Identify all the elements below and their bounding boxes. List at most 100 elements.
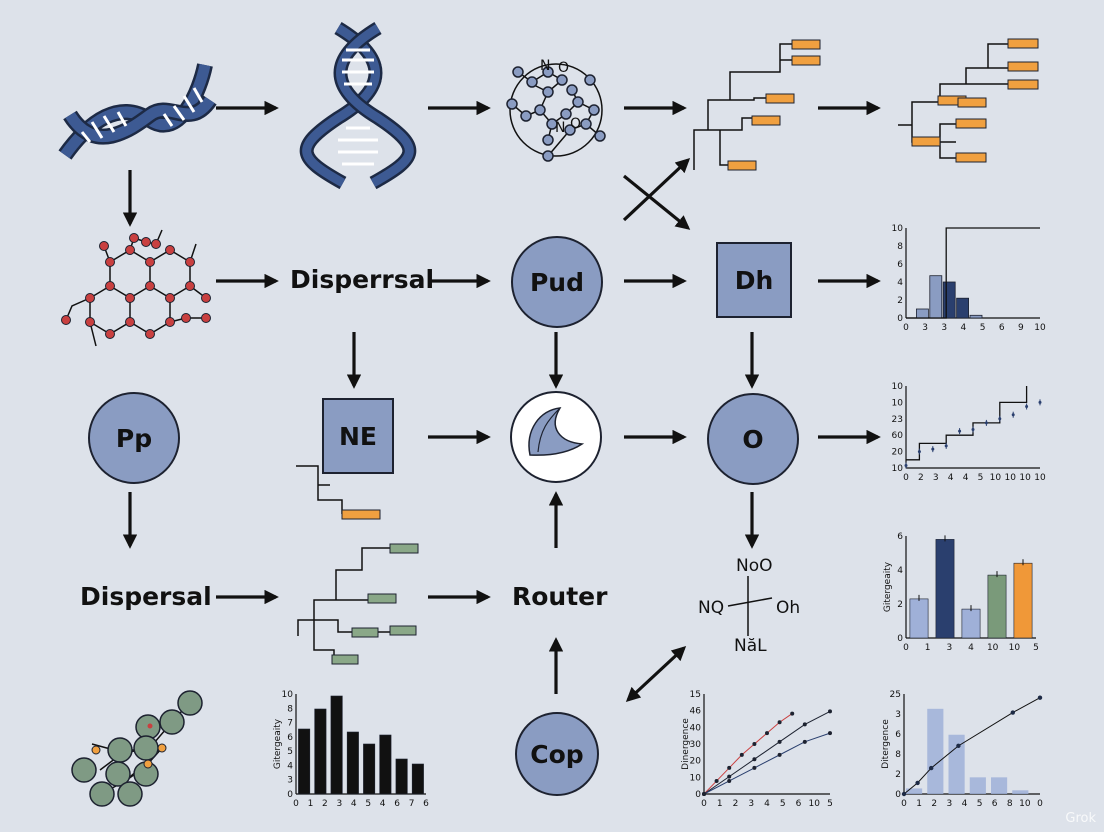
y-tick-label: 6: [897, 532, 903, 542]
y-tick-label: 8: [287, 704, 293, 714]
series-line: [703, 732, 831, 795]
data-point: [752, 765, 757, 770]
step-line: [906, 227, 1040, 319]
y-tick-label: 60: [892, 431, 904, 441]
y-tick-label: 30: [690, 740, 702, 750]
x-tick-label: 3: [946, 643, 952, 653]
y-tick-label: 40: [690, 723, 702, 733]
data-point: [790, 711, 795, 716]
tree-leaf: [389, 625, 417, 636]
tree-leaf: [791, 55, 821, 66]
bar: [363, 743, 376, 795]
bar: [1012, 790, 1029, 794]
data-point: [958, 429, 962, 433]
node-pp: Pp: [88, 392, 180, 484]
x-tick-label: 10: [1004, 473, 1016, 483]
x-tick-label: 0: [901, 799, 907, 809]
tree-leaf: [751, 115, 781, 126]
y-tick-label: 20: [690, 757, 702, 767]
x-tick-label: 0: [903, 323, 909, 333]
node-pud: Pud: [511, 236, 603, 328]
node-dispersal: Dispersal: [80, 582, 212, 611]
bar: [411, 763, 424, 795]
node-dh: Dh: [716, 242, 792, 318]
x-tick-label: 0: [701, 799, 707, 809]
x-tick-label: 6: [423, 799, 429, 809]
data-point: [917, 450, 921, 454]
data-point: [984, 421, 988, 425]
data-point: [1037, 695, 1043, 700]
bar: [1013, 562, 1033, 639]
x-tick-label: 1: [916, 799, 922, 809]
data-point: [944, 444, 948, 448]
x-tick-label: 4: [961, 323, 967, 333]
data-point: [714, 778, 719, 783]
y-tick-label: 3: [287, 776, 293, 786]
data-point: [1010, 710, 1015, 715]
data-point: [931, 447, 935, 451]
data-point: [702, 792, 706, 796]
data-point: [1025, 405, 1029, 408]
arrow: [622, 158, 691, 222]
x-tick-label: 6: [992, 799, 998, 809]
y-axis-label: Dinergence: [681, 718, 691, 770]
x-tick-label: 6: [796, 799, 802, 809]
data-point: [777, 739, 782, 744]
y-tick-label: 6: [287, 733, 293, 743]
y-tick-label: 5: [287, 747, 293, 757]
data-point: [901, 791, 907, 797]
y-tick-label: 15: [690, 690, 701, 700]
green-tree-icon: [297, 547, 390, 660]
x-tick-label: 3: [941, 323, 947, 333]
x-tick-label: 6: [394, 799, 400, 809]
y-tick-label: 2: [897, 600, 903, 610]
tree-leaf: [727, 160, 757, 171]
chem-bonds: [727, 576, 773, 636]
molecule-atom-o1: O: [558, 60, 569, 76]
bar: [927, 708, 944, 794]
x-tick-label: 2: [322, 799, 328, 809]
node-o: O: [707, 393, 799, 485]
x-tick-label: 1: [925, 643, 931, 653]
x-tick-label: 4: [962, 799, 968, 809]
y-tick-label: 8: [897, 242, 903, 252]
y-tick-label: 10: [892, 464, 904, 474]
data-point: [998, 417, 1002, 421]
x-tick-label: 3: [946, 799, 952, 809]
x-tick-label: 0: [903, 473, 909, 483]
bar: [395, 758, 408, 795]
bar: [969, 777, 986, 794]
bar: [379, 734, 392, 795]
x-tick-label: 4: [948, 473, 954, 483]
data-point: [777, 752, 782, 757]
tree-leaf: [331, 654, 359, 665]
small-tree-icon: [296, 465, 343, 514]
data-point: [727, 765, 732, 770]
y-tick-label: 4: [897, 278, 903, 288]
x-tick-label: 10: [987, 643, 999, 653]
y-axis-label: Gitergeaity: [883, 561, 893, 612]
data-point: [915, 780, 920, 786]
dna-vertical-icon: [299, 21, 417, 190]
phylo-tree-icon: [693, 43, 792, 170]
data-point: [1011, 413, 1015, 417]
bead-molecule-icon: [71, 690, 203, 807]
tree-leaf: [1007, 38, 1039, 49]
bar: [969, 314, 983, 319]
y-tick-label: 46: [690, 707, 702, 717]
x-tick-label: 6: [999, 323, 1005, 333]
molecule-atom-n1: N: [540, 58, 550, 74]
y-tick-label: 23: [892, 415, 903, 425]
tree-leaf: [351, 627, 379, 638]
bar: [961, 608, 981, 639]
bar: [935, 539, 955, 639]
y-tick-label: 0: [695, 790, 701, 800]
bar: [346, 731, 359, 795]
data-point: [802, 739, 807, 744]
x-tick-label: 5: [780, 799, 786, 809]
y-axis-label: Gitergeaity: [273, 718, 283, 769]
bar: [948, 734, 965, 794]
